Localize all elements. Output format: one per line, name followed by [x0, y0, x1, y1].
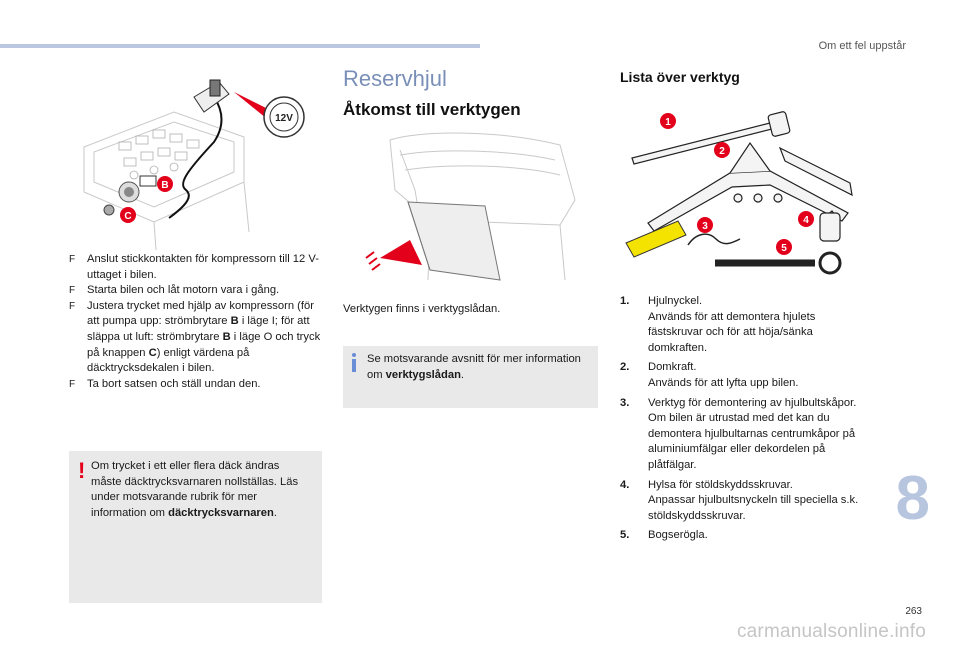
tools-heading: Lista över verktyg	[620, 69, 740, 85]
tool-item: 3. Verktyg för demontering av hjulbultskå…	[620, 396, 865, 474]
instruction-item: F Starta bilen och låt motorn vara i gång…	[69, 283, 321, 299]
chapter-number: 8	[895, 464, 930, 533]
button-c-ref: C	[148, 346, 157, 359]
bullet-marker: F	[69, 285, 76, 297]
info-text: Se motsvarande avsnitt för mer informati…	[367, 353, 581, 381]
tool-num: 2.	[620, 361, 630, 374]
tool-num: 1.	[620, 295, 630, 307]
instruction-text: Anslut stickkontakten för kompressorn ti…	[87, 253, 319, 281]
instruction-text: i läge I; för att släppa ut luft: strömb…	[87, 315, 310, 343]
info-bold: verktygslådan	[385, 368, 461, 381]
tool-item: 5. Bogserögla.	[620, 528, 865, 544]
toolbox-illustration	[360, 130, 590, 290]
bullet-marker: F	[69, 300, 76, 312]
bullet-marker: F	[69, 254, 76, 265]
tool-name: Domkraft.	[648, 361, 697, 374]
tool-item: 4. Hylsa för stöldskyddsskruvar. Anpassar …	[620, 478, 865, 525]
bullet-marker: F	[69, 378, 76, 390]
toolbox-caption: Verktygen finns i verktygslådan.	[343, 303, 501, 315]
callout-b: B	[161, 180, 168, 191]
instruction-text: Starta bilen och låt motorn vara i gång.	[87, 284, 280, 297]
tool-label-5: 5	[781, 243, 787, 254]
tool-name: Hjulnyckel.	[648, 295, 703, 307]
instruction-item: F Justera trycket med hjälp av kompressor…	[69, 299, 321, 377]
warning-icon: !	[78, 458, 86, 483]
instruction-item: F Anslut stickkontakten för kompressorn t…	[69, 252, 321, 283]
instruction-text: ) enligt värdena på däcktrycksdekalen i …	[87, 346, 250, 375]
switch-b-ref: B	[230, 315, 239, 328]
watermark: carmanualsonline.info	[736, 621, 926, 642]
tool-num: 4.	[620, 478, 630, 491]
tools-illustration: 1 2 3 4 5	[620, 103, 875, 283]
instruction-text: i läge O och tryck på knappen	[87, 330, 321, 359]
tool-name: Verktyg för demontering av hjulbultskåpo…	[648, 396, 857, 409]
warning-end: .	[273, 506, 277, 519]
info-end: .	[460, 368, 465, 381]
instruction-text: Ta bort satsen och ställ undan den.	[87, 377, 261, 390]
tool-item: 2. Domkraft. Används för att lyfta upp bil…	[620, 360, 865, 391]
info-note: Se motsvarande avsnitt för mer informati…	[343, 346, 598, 408]
tool-label-2: 2	[719, 146, 725, 157]
tool-num: 5.	[620, 529, 630, 542]
page-number: 263	[905, 606, 922, 617]
tool-name: Hylsa för stöldskyddsskruvar.	[648, 478, 793, 491]
callout-12v: 12V	[275, 113, 293, 124]
tool-desc: Används för att lyfta upp bilen.	[648, 376, 799, 389]
callout-c: C	[124, 211, 131, 222]
warning-text: Om trycket i ett eller flera däck ändras…	[91, 460, 299, 519]
warning-note: ! Om trycket i ett eller flera däck ändr…	[69, 451, 322, 603]
tools-list: 1. Hjulnyckel. Används för att demontera h…	[620, 294, 865, 544]
tool-label-4: 4	[803, 215, 809, 226]
instruction-list: F Anslut stickkontakten för kompressorn t…	[69, 252, 321, 392]
warning-bold: däcktrycksvarnaren	[168, 506, 274, 519]
instruction-text: Justera trycket med hjälp av kompressorn…	[87, 299, 314, 328]
switch-b-ref: B	[222, 330, 231, 343]
instruction-item: F Ta bort satsen och ställ undan den.	[69, 377, 321, 393]
tool-label-1: 1	[665, 117, 671, 128]
tool-item: 1. Hjulnyckel. Används för att demontera h…	[620, 294, 865, 356]
info-icon	[351, 353, 357, 373]
tool-num: 3.	[620, 396, 630, 409]
tool-desc: Används för att demontera hjulets fästsk…	[648, 310, 816, 354]
section-title: Om ett fel uppstår	[818, 40, 906, 52]
tool-desc: Om bilen är utrustad med det kan du demo…	[648, 412, 856, 471]
compressor-illustration: 12V B C	[74, 72, 322, 250]
tool-desc: Anpassar hjulbultsnyckeln till speciella…	[648, 494, 859, 522]
header-bar	[0, 44, 480, 48]
subsection-heading: Åtkomst till verktygen	[343, 100, 521, 119]
section-heading: Reservhjul	[343, 66, 447, 91]
tool-name: Bogserögla.	[648, 529, 708, 542]
tool-label-3: 3	[702, 221, 708, 232]
